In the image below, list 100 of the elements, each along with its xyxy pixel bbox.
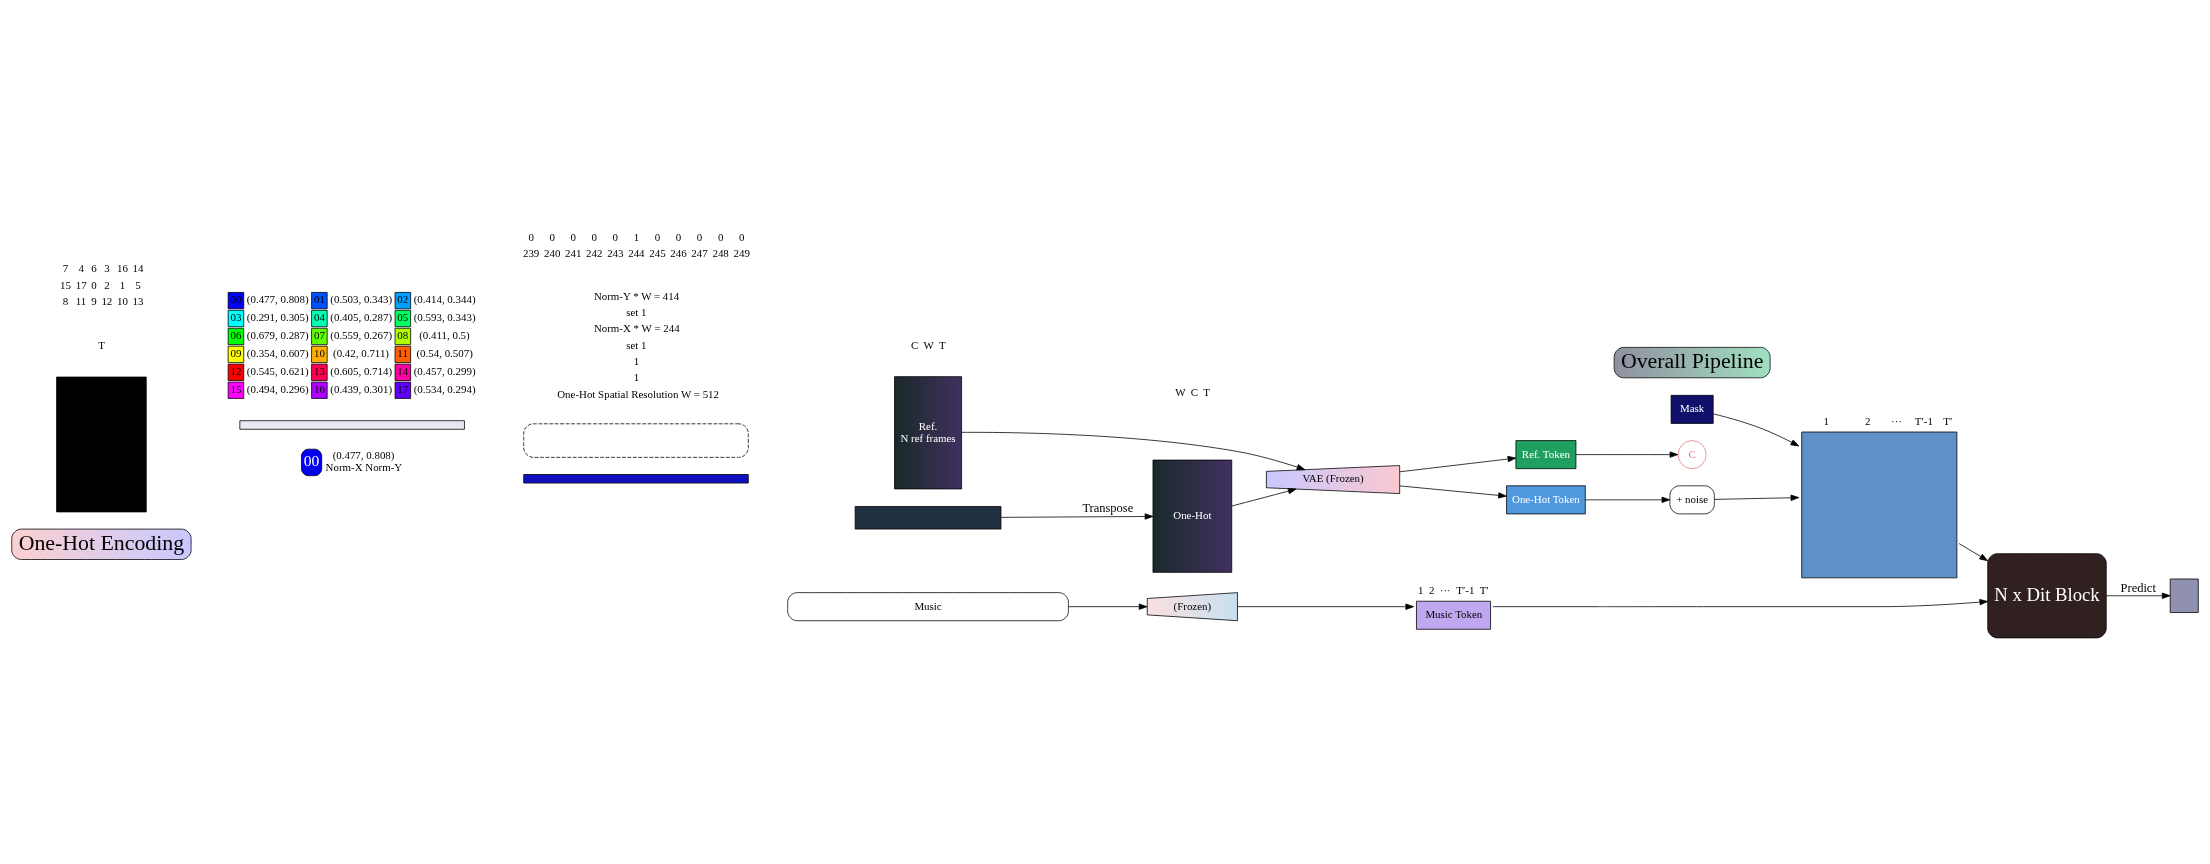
label: One-Hot Spatial Resolution W = 512 [557, 387, 720, 400]
label: 0 [570, 231, 576, 244]
label: 1 [633, 371, 640, 384]
label: 10 [117, 295, 128, 308]
label: (0.545, 0.621) [246, 365, 309, 378]
node-label: ··· [1439, 584, 1451, 597]
label: 06 [230, 329, 242, 342]
label: 00 [230, 293, 242, 306]
label: C [910, 338, 919, 351]
label: (0.605, 0.714) [330, 365, 393, 378]
label: Norm-X * W = 244 [593, 322, 680, 335]
edge-label: Transpose [1082, 501, 1134, 516]
label: 246 [670, 247, 687, 260]
label: 12 [230, 365, 242, 378]
label: (0.477, 0.808) [246, 293, 309, 306]
label: 3 [104, 262, 110, 275]
label: 245 [649, 247, 666, 260]
label: T [938, 338, 946, 351]
node-label: (0.477, 0.808) [332, 449, 395, 462]
label: T [98, 338, 105, 351]
label: 242 [586, 247, 603, 260]
node-label: Norm-X Norm-Y [325, 461, 403, 474]
label: 248 [712, 247, 729, 260]
label: C [1190, 385, 1199, 398]
label: set 1 [626, 338, 647, 351]
label: 0 [675, 231, 682, 244]
label: 13 [132, 295, 144, 308]
label: 7 [62, 262, 69, 275]
label: Norm-Y * W = 414 [593, 289, 680, 302]
label: 08 [397, 329, 409, 342]
label: (0.559, 0.267) [330, 329, 393, 342]
label: 247 [691, 247, 708, 260]
label: (0.42, 0.711) [333, 347, 389, 360]
node-label: T′ [1479, 584, 1489, 597]
label: 11 [75, 295, 87, 308]
label: T [1203, 385, 1210, 398]
node-label: T′ [1943, 415, 1953, 428]
node-label: 2 [1864, 415, 1871, 428]
label: 0 [591, 231, 598, 244]
label: 05 [397, 311, 409, 324]
label: 249 [733, 247, 750, 260]
label: (0.354, 0.607) [246, 347, 309, 360]
label: 1 [633, 355, 640, 368]
label: 0 [549, 231, 555, 244]
label: 0 [612, 231, 619, 244]
label: W [1175, 385, 1186, 398]
label: 02 [397, 293, 409, 306]
edge-label: Predict [2120, 580, 2156, 595]
label: 0 [528, 231, 534, 244]
label: 04 [313, 311, 325, 324]
label: 0 [654, 231, 661, 244]
node-label: 1 [1418, 584, 1424, 597]
label: (0.494, 0.296) [246, 383, 309, 396]
label: 0 [696, 231, 703, 244]
label: 240 [543, 247, 561, 260]
label: 0 [717, 231, 724, 244]
label: (0.411, 0.5) [419, 329, 470, 342]
label: 07 [313, 329, 325, 342]
label: (0.405, 0.287) [330, 311, 393, 324]
label: 17 [75, 278, 87, 291]
label: (0.593, 0.343) [413, 311, 476, 324]
label: 8 [62, 295, 69, 308]
label: 10 [313, 347, 325, 360]
label: 243 [607, 247, 624, 260]
node-label: T′-1 [1456, 584, 1475, 597]
label: 16 [313, 383, 325, 396]
label: 0 [738, 231, 745, 244]
label: 9 [91, 295, 97, 308]
label: 03 [230, 311, 242, 324]
label: 14 [132, 262, 144, 275]
label: (0.291, 0.305) [246, 311, 309, 324]
node-label: 2 [1428, 584, 1435, 597]
label: 0 [91, 278, 97, 291]
label: 244 [628, 247, 645, 260]
label: 1 [633, 231, 640, 244]
label: W [923, 338, 934, 351]
label: 12 [101, 295, 113, 308]
node-label: T′-1 [1914, 415, 1933, 428]
node-label: 1 [1823, 415, 1829, 428]
label: (0.439, 0.301) [330, 383, 393, 396]
label: (0.534, 0.294) [413, 383, 476, 396]
label: 01 [313, 293, 325, 306]
label: 239 [522, 247, 540, 260]
label: 2 [104, 278, 110, 291]
label: 17 [397, 383, 409, 396]
label: set 1 [626, 305, 647, 318]
label: 16 [117, 262, 128, 275]
label: 13 [313, 365, 325, 378]
label: 6 [91, 262, 97, 275]
label: 14 [397, 365, 409, 378]
label: (0.679, 0.287) [246, 329, 309, 342]
node-label: ··· [1891, 415, 1902, 428]
label: (0.457, 0.299) [413, 365, 476, 378]
label: 4 [78, 262, 84, 275]
label: 11 [397, 347, 408, 360]
label: 09 [230, 347, 242, 360]
label: 15 [230, 383, 242, 396]
label: (0.414, 0.344) [413, 293, 476, 306]
label: (0.54, 0.507) [416, 347, 473, 360]
label: (0.503, 0.343) [330, 293, 393, 306]
